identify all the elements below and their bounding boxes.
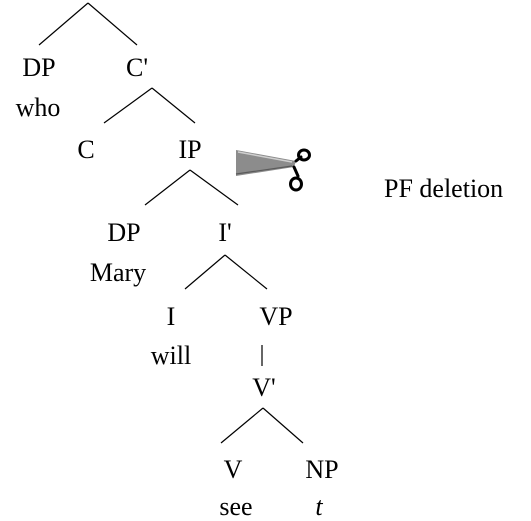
node-vp: VP bbox=[259, 302, 293, 331]
node-dp-subject: DP bbox=[107, 218, 141, 247]
scissors-icon bbox=[235, 148, 311, 192]
node-vbar: V' bbox=[252, 373, 276, 402]
branch-vbar-v bbox=[220, 407, 264, 444]
node-v: V bbox=[223, 455, 243, 484]
branch-ip-dp bbox=[144, 169, 191, 206]
node-who: who bbox=[15, 93, 61, 122]
node-see: see bbox=[219, 492, 253, 521]
node-trace: t bbox=[315, 492, 323, 521]
branch-cbar-c bbox=[103, 87, 153, 124]
branch-cbar-ip bbox=[151, 87, 196, 124]
branch-ibar-i bbox=[184, 254, 226, 290]
pf-deletion-label: PF deletion bbox=[384, 174, 504, 203]
node-will: will bbox=[150, 341, 192, 370]
node-mary: Mary bbox=[89, 258, 147, 287]
node-cbar: C' bbox=[125, 53, 149, 82]
branch-ibar-vp bbox=[224, 254, 268, 290]
branch-vbar-np bbox=[262, 407, 304, 444]
node-ibar: I' bbox=[218, 218, 232, 247]
node-c: C bbox=[77, 135, 95, 164]
node-dp-spec: DP bbox=[22, 53, 56, 82]
branch-root-dp bbox=[38, 2, 89, 46]
branch-ip-ibar bbox=[189, 169, 239, 206]
node-np: NP bbox=[305, 455, 339, 484]
branch-root-cbar bbox=[87, 2, 138, 46]
node-ip: IP bbox=[178, 135, 202, 164]
node-i: I bbox=[166, 302, 176, 331]
